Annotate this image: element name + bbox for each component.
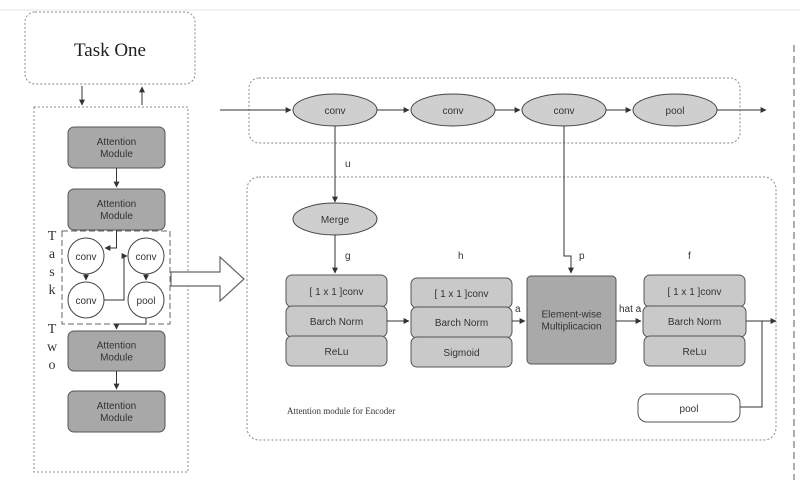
task-two-letter: k xyxy=(49,283,56,298)
svg-text:conv: conv xyxy=(135,252,156,263)
label-a: a xyxy=(515,304,521,315)
text-line: Attention xyxy=(97,137,136,148)
svg-text:conv: conv xyxy=(75,296,96,307)
text-line: Module xyxy=(100,149,133,160)
attention-caption: Attention module for Encoder xyxy=(287,406,395,416)
block-f: [ 1 x 1 ]conv Barch Norm ReLu xyxy=(642,274,747,367)
text-line: Module xyxy=(100,211,133,222)
encoder-conv-node: conv xyxy=(521,93,607,127)
expand-arrow-icon xyxy=(170,255,245,303)
attention-detail-box xyxy=(246,176,777,441)
encoder-pool-node: pool xyxy=(632,93,718,127)
text-line: Multiplicacion xyxy=(541,322,601,333)
label-f: f xyxy=(688,251,691,262)
task-two-label: T a s k T w o xyxy=(47,229,58,373)
text-line: Attention xyxy=(97,199,136,210)
svg-text:[ 1 x 1 ]conv: [ 1 x 1 ]conv xyxy=(310,287,364,298)
block-g: [ 1 x 1 ]conv Barch Norm ReLu xyxy=(285,274,388,367)
svg-text:conv: conv xyxy=(75,252,96,263)
svg-text:Sigmoid: Sigmoid xyxy=(443,348,479,359)
task-one-title: Task One xyxy=(74,40,146,61)
detail-pool-node: pool xyxy=(637,393,741,423)
mini-conv-node: conv xyxy=(127,237,165,275)
label-h: h xyxy=(458,251,464,262)
svg-text:Barch Norm: Barch Norm xyxy=(310,317,363,328)
text-line: Module xyxy=(100,353,133,364)
mini-conv-node: conv xyxy=(67,237,105,275)
task-two-letter: a xyxy=(49,247,56,262)
svg-text:Barch Norm: Barch Norm xyxy=(668,317,721,328)
svg-text:conv: conv xyxy=(324,106,345,117)
svg-text:ReLu: ReLu xyxy=(325,347,349,358)
block-h: [ 1 x 1 ]conv Barch Norm Sigmoid xyxy=(410,277,513,368)
svg-text:[ 1 x 1 ]conv: [ 1 x 1 ]conv xyxy=(668,287,722,298)
task-two-letter: w xyxy=(47,340,58,355)
svg-text:pool: pool xyxy=(680,404,699,415)
mini-conv-node: conv xyxy=(67,281,105,319)
svg-text:conv: conv xyxy=(442,106,463,117)
text-line: Element-wise xyxy=(541,310,601,321)
text-line: Attention xyxy=(97,401,136,412)
svg-text:pool: pool xyxy=(137,296,156,307)
svg-text:[ 1 x 1 ]conv: [ 1 x 1 ]conv xyxy=(435,289,489,300)
svg-text:pool: pool xyxy=(666,106,685,117)
label-g: g xyxy=(345,251,351,262)
text-line: Attention xyxy=(97,341,136,352)
task-two-letter: T xyxy=(48,322,57,337)
encoder-conv-node: conv xyxy=(410,93,496,127)
task-two-panel xyxy=(33,106,189,473)
encoder-conv-node: conv xyxy=(292,93,378,127)
svg-text:Merge: Merge xyxy=(321,215,350,226)
merge-node: Merge xyxy=(292,202,378,236)
mini-pool-node: pool xyxy=(127,281,165,319)
svg-text:ReLu: ReLu xyxy=(683,347,707,358)
svg-text:conv: conv xyxy=(553,106,574,117)
task-two-letter: T xyxy=(48,229,57,244)
task-two-letter: s xyxy=(49,265,54,280)
label-p: p xyxy=(579,251,585,262)
task-two-letter: o xyxy=(49,358,56,373)
label-hat-a: hat a xyxy=(619,304,642,315)
task-one-box: Task One xyxy=(24,11,196,85)
svg-text:Barch Norm: Barch Norm xyxy=(435,318,488,329)
text-line: Module xyxy=(100,413,133,424)
label-u: u xyxy=(345,159,351,170)
